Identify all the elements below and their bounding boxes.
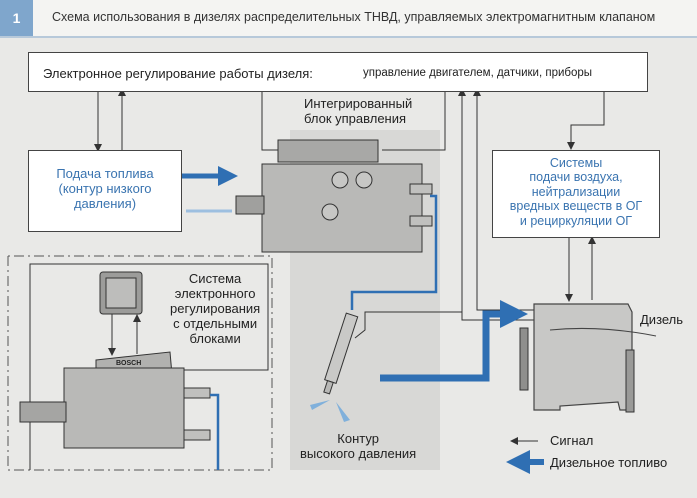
signal-line: [261, 90, 280, 151]
legend-signal-label: Сигнал: [550, 433, 594, 448]
pump-brand: BOSCH: [116, 360, 142, 367]
fuel-supply-box: Подача топлива (контур низкого давления): [28, 150, 182, 232]
distributor-pump-integrated: [235, 139, 433, 253]
control-box-subtitle: управление двигателем, датчики, приборы: [363, 67, 593, 79]
injector: [323, 312, 359, 395]
header-bar: 1 Схема использования в дизелях распреде…: [0, 0, 697, 38]
figure-title: Схема использования в дизелях распредели…: [52, 10, 656, 24]
signal-line: [567, 90, 605, 150]
high-pressure-label: Контур высокого давления: [300, 431, 417, 461]
figure-number: 1: [0, 0, 33, 36]
separate-system-label: Система электронного регулирования с отд…: [170, 271, 261, 346]
engine-label: Дизель: [640, 312, 684, 327]
fuel-return-line: [380, 300, 528, 382]
control-box-title: Электронное регулирование работы дизеля:: [43, 66, 313, 81]
integrated-unit-label: Интегрированный блок управления: [304, 96, 413, 126]
signal-line: [476, 300, 560, 311]
legend-fuel-label: Дизельное топливо: [550, 455, 668, 470]
distributor-pump-bosch: [19, 351, 211, 449]
dash-dot-border: [7, 255, 273, 471]
air-systems-box: Системы подачи воздуха, нейтрализации вр…: [492, 150, 660, 238]
high-pressure-line: [350, 194, 438, 310]
electronic-control-box: Электронное регулирование работы дизеля:…: [28, 52, 648, 92]
spray: [310, 400, 330, 410]
signal-line: [29, 263, 269, 470]
spray: [336, 402, 350, 422]
signal-line: [354, 150, 463, 339]
engine-illustration: [519, 303, 657, 413]
high-pressure-line: [210, 393, 220, 470]
